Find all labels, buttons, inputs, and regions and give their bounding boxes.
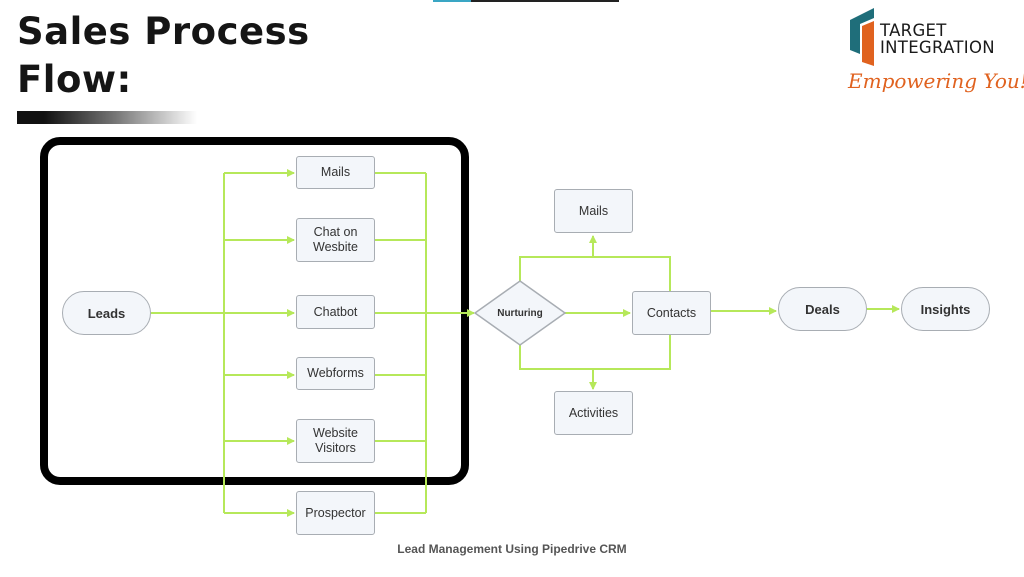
- logo-name-line-2: INTEGRATION: [880, 38, 995, 57]
- lead-sources-frame: [40, 137, 469, 485]
- company-logo: TARGET INTEGRATION Empowering You!: [848, 6, 1024, 106]
- logo-tagline: Empowering You!: [848, 69, 1024, 93]
- node-source-chatbot: Chatbot: [296, 295, 375, 329]
- top-accent-line: [433, 0, 619, 2]
- title-underline-gradient: [17, 111, 197, 124]
- node-output-activities: Activities: [554, 391, 633, 435]
- node-source-mails: Mails: [296, 156, 375, 189]
- connector-top-loop: [519, 256, 671, 291]
- node-source-website-visitors: Website Visitors: [296, 419, 375, 463]
- logo-mark-icon: [850, 8, 874, 66]
- node-leads: Leads: [62, 291, 151, 335]
- connector-bottom-loop: [519, 335, 671, 370]
- node-nurturing: Nurturing: [497, 307, 543, 319]
- title-line-2: Flow:: [17, 58, 132, 101]
- nurturing-diamond: [473, 280, 567, 346]
- title-line-1: Sales Process: [17, 10, 310, 53]
- node-contacts: Contacts: [632, 291, 711, 335]
- node-source-webforms: Webforms: [296, 357, 375, 390]
- slide-title: Sales Process Flow:: [17, 8, 310, 104]
- node-output-mails: Mails: [554, 189, 633, 233]
- logo-name-line-1: TARGET: [880, 21, 947, 40]
- node-insights: Insights: [901, 287, 990, 331]
- diagram-caption: Lead Management Using Pipedrive CRM: [397, 542, 627, 556]
- node-source-prospector: Prospector: [296, 491, 375, 535]
- node-deals: Deals: [778, 287, 867, 331]
- node-source-chat-on-website: Chat on Wesbite: [296, 218, 375, 262]
